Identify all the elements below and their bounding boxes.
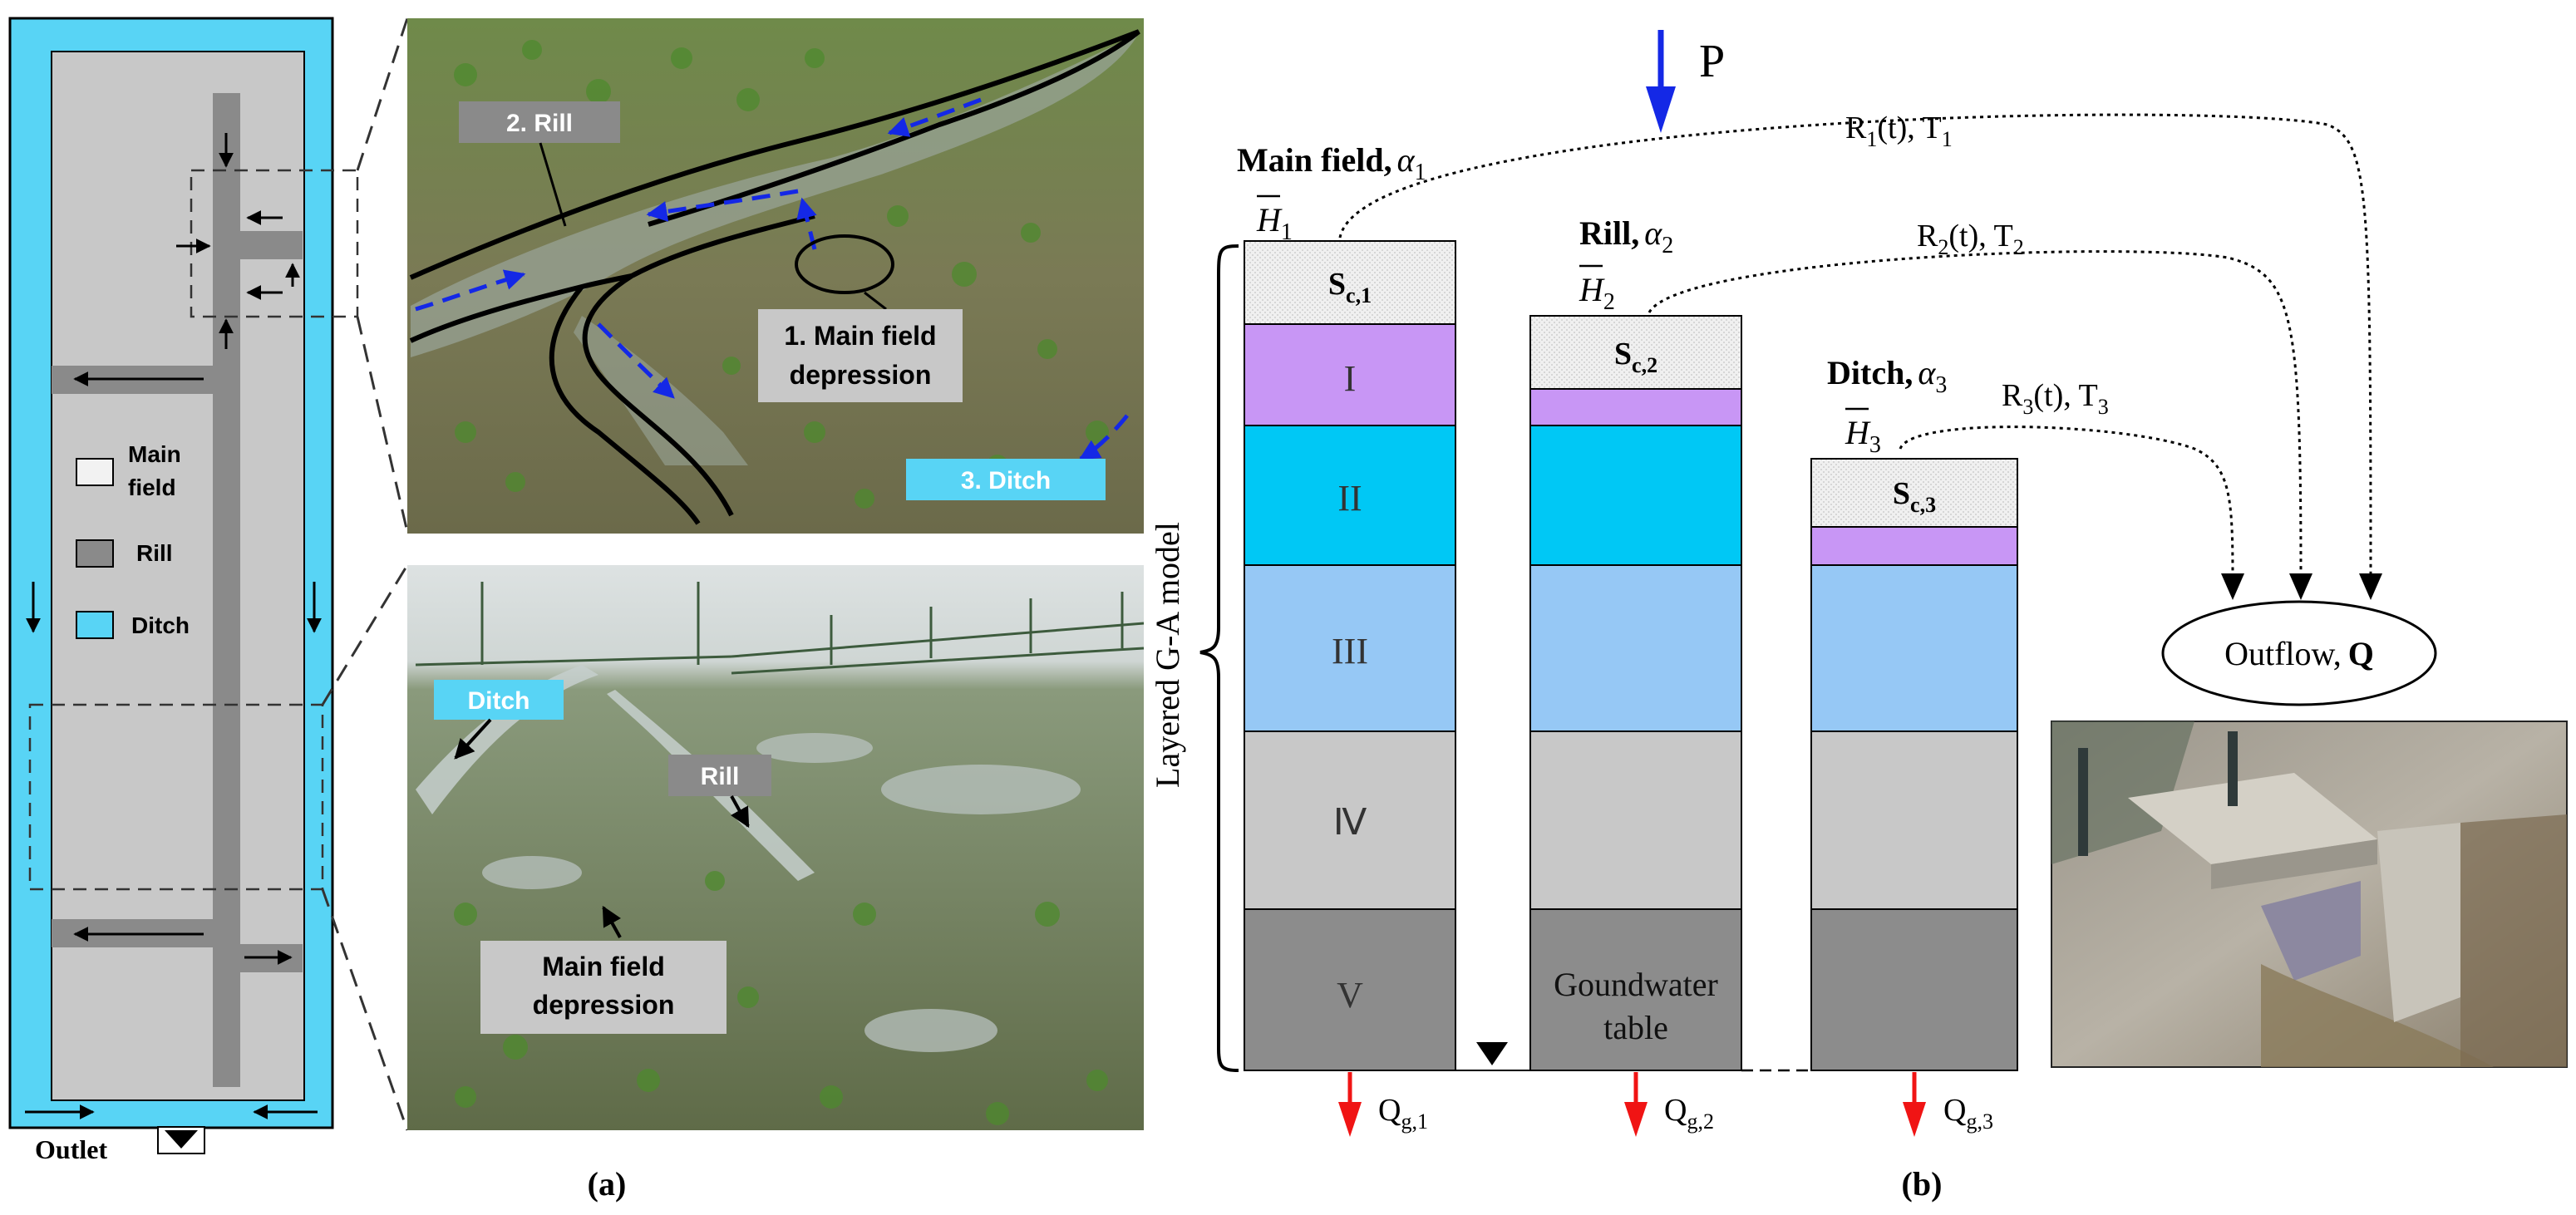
groundwater-label-1: Goundwater [1554,966,1718,1003]
column3-sc-label: Sc,3 [1893,476,1936,517]
column1-layer-I-label: I [1344,358,1357,399]
photo-top-depression-tag [758,309,963,402]
column3-sc-layer [1810,458,2018,528]
column2-layer-III [1529,564,1742,732]
photo-top: 2. Rill 1. Main field depression 3. Ditc… [407,18,1144,534]
column2-layer-I [1529,388,1742,426]
photo-bottom-ditch-tag [434,680,564,720]
photo-bottom: Ditch Rill Main field depression [407,565,1145,1130]
qg-label-2: Qg,2 [1664,1093,1714,1134]
groundwater-label-2: table [1603,1009,1668,1046]
column3-layer-I [1810,526,2018,566]
column2-layer-V [1529,908,1742,1071]
route-label-2: R2(t), T2 [1917,219,2024,259]
caption-b: (b) [1902,1165,1943,1203]
photo-top-rill-outline-branch [630,214,815,278]
zoom-connectors [321,17,409,1131]
column2-title: Rill,α2 [1579,214,1673,258]
photo-top-ditch-label: 3. Ditch [961,467,1051,494]
column3-title: Ditch,α3 [1827,354,1947,398]
qg-label-1: Qg,1 [1378,1093,1428,1134]
column1-layer-V [1244,908,1456,1071]
column3-layer-IV [1810,730,2018,910]
photo-top-depression-ellipse [795,234,894,294]
route-label-1: R1(t), T1 [1845,111,1953,151]
outlet-label: Outlet [35,1134,107,1164]
photo-bottom-depression-tag [480,941,727,1034]
model-brace [1199,244,1239,1072]
photo-top-rill-tag [459,101,620,143]
groundwater-marker-icon [1476,1042,1508,1065]
legend-rill-label: Rill [136,540,173,566]
qg-label-3: Qg,3 [1943,1093,1993,1134]
column3-layer-III [1810,564,2018,732]
photo-bottom-ditch-label: Ditch [468,687,530,715]
column1-layer-II [1244,425,1456,566]
column1-title: Main field,α1 [1237,141,1426,185]
precipitation-label: P [1699,36,1725,87]
legend-rill-swatch [76,539,114,568]
route-label-3: R3(t), T3 [2002,378,2109,419]
column1-sc-layer [1244,240,1456,325]
column1-sc-label: Sc,1 [1328,267,1372,307]
legend-ditch-swatch [76,611,114,639]
zoom-box-top [190,169,359,318]
photo-top-depression-label-1: 1. Main field [784,321,936,351]
column1-layer-IV [1244,730,1456,910]
photo-top-water [411,33,1139,357]
photo-top-depression-label-2: depression [790,360,932,390]
weir-photo [2051,721,2568,1068]
column2-sc-label: Sc,2 [1614,337,1657,377]
photo-bottom-rill-tag [668,755,771,796]
legend-main-field-label-2: field [128,475,176,500]
outflow-label: Outflow,Q [2224,635,2374,672]
panel-b: P Sc,1 I II III Ⅳ V Sc,2 Goundwater tabl… [1149,30,2568,1137]
photo-top-rill-outline-top [409,29,1140,280]
legend-main-field-label: Main [128,441,181,467]
column2-layer-II [1529,425,1742,566]
legend-ditch-label: Ditch [131,612,190,638]
column3-h-label: H3 [1845,414,1881,458]
column1-layer-III-label: III [1332,631,1368,671]
column1-layer-III [1244,564,1456,732]
photo-top-ditch-tag [906,459,1106,500]
column3-layer-V [1810,908,2018,1071]
column1-layer-IV-label: Ⅳ [1333,802,1367,843]
photo-bottom-depression-label-2: depression [533,990,675,1020]
photo-bottom-rill-label: Rill [701,763,740,790]
model-label: Layered G-A model [1149,522,1186,788]
route-curve-2 [1648,250,2303,583]
column2-layer-IV [1529,730,1742,910]
rill-upper-right [236,231,303,259]
outflow-ellipse [2161,600,2437,706]
plan-view: Main field Rill Ditch Outlet [8,17,359,1164]
qg-arrows [1338,1072,1926,1137]
caption-a: (a) [588,1165,627,1203]
photo-bottom-depression-label-1: Main field [542,952,665,981]
precipitation-arrow-head [1646,86,1676,133]
column2-h-label: H2 [1579,271,1615,315]
column1-h-label: H1 [1256,201,1293,245]
legend-main-field-swatch [76,458,114,486]
photo-top-rill-outline-bottom [409,273,734,517]
outlet-marker-icon [165,1130,198,1149]
column1-layer-II-label: II [1337,478,1362,519]
column2-sc-layer [1529,315,1742,390]
photo-top-rill-label: 2. Rill [506,110,573,137]
column1-layer-V-label: V [1337,975,1363,1016]
